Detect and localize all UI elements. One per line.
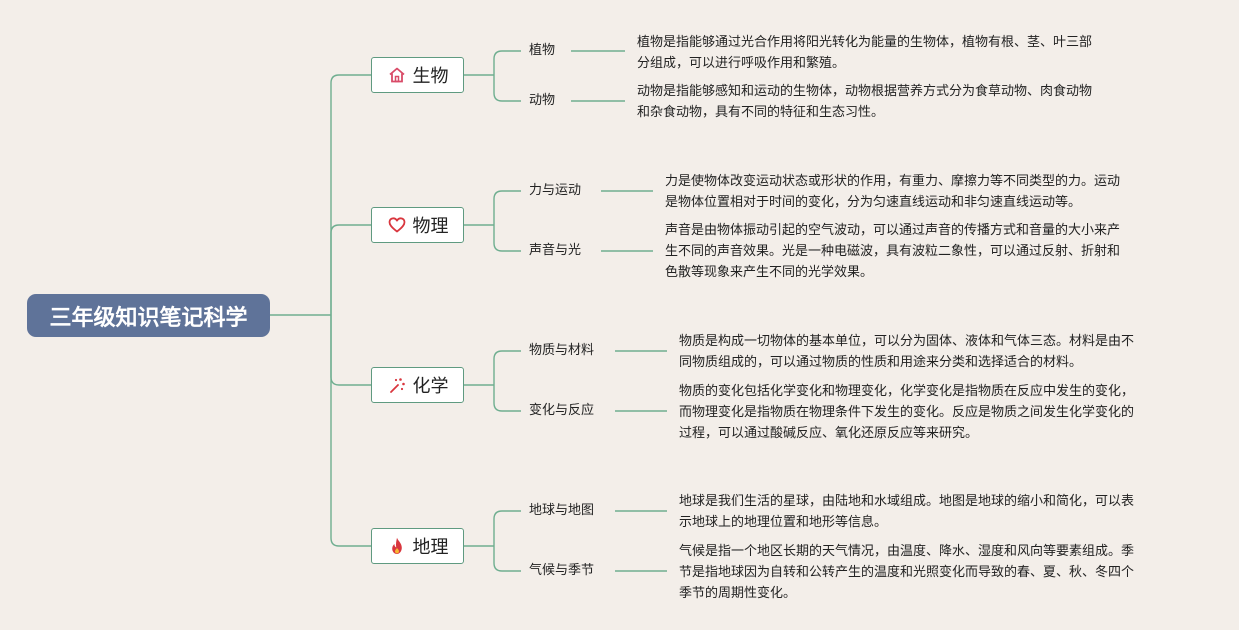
description-line: 植物是指能够通过光合作用将阳光转化为能量的生物体，植物有根、茎、叶三部 [637, 35, 1093, 50]
sub-branch [493, 75, 521, 102]
description-line: 季节的周期性变化。 [679, 586, 797, 601]
sub-branch [493, 510, 521, 546]
description-line: 气候是指一个地区长期的天气情况，由温度、降水、湿度和风向等要素组成。季 [679, 544, 1135, 559]
subtopic-node[interactable]: 动物 [529, 93, 556, 108]
description-line: 和杂食动物，具有不同的特征和生态习性。 [637, 105, 885, 120]
topic-label: 地理 [412, 537, 449, 558]
topic-node-3[interactable]: 化学 [371, 367, 464, 403]
trunk-branch [330, 315, 371, 386]
topic-node-2[interactable]: 物理 [371, 207, 464, 243]
trunk-branch [330, 315, 371, 547]
flame-icon [387, 536, 407, 556]
description-line: 动物是指能够感知和运动的生物体，动物根据营养方式分为食草动物、肉食动物 [637, 84, 1093, 99]
subtopic-node[interactable]: 变化与反应 [529, 403, 595, 418]
description-text: 物质的变化包括化学变化和物理变化，化学变化是指物质在反应中发生的变化， 而物理变化… [679, 381, 1174, 444]
description-line: 节是指地球因为自转和公转产生的温度和光照变化而导致的春、夏、秋、冬四个 [679, 565, 1135, 580]
subtopic-node[interactable]: 力与运动 [529, 183, 582, 198]
sub-branch [493, 190, 521, 225]
trunk-branch [330, 74, 371, 315]
description-line: 声音是由物体振动引起的空气波动，可以通过声音的传播方式和音量的大小来产 [665, 223, 1121, 238]
sub-branch [493, 225, 521, 252]
description-line: 力是使物体改变运动状态或形状的作用，有重力、摩擦力等不同类型的力。运动 [665, 174, 1121, 189]
description-line: 生不同的声音效果。光是一种电磁波，具有波粒二象性，可以通过反射、折射和 [665, 244, 1121, 259]
topic-label: 化学 [412, 376, 449, 397]
subtopic-node[interactable]: 地球与地图 [529, 503, 595, 518]
sub-branch [493, 350, 521, 385]
description-line: 示地球上的地理位置和地形等信息。 [679, 515, 888, 530]
house-icon [387, 65, 407, 85]
subtopic-node[interactable]: 气候与季节 [529, 563, 595, 578]
description-text: 物质是构成一切物体的基本单位，可以分为固体、液体和气体三态。材料是由不同物质组成… [679, 331, 1174, 373]
description-text: 植物是指能够通过光合作用将阳光转化为能量的生物体，植物有根、茎、叶三部分组成，可… [637, 32, 1132, 74]
description-line: 分组成，可以进行呼吸作用和繁殖。 [637, 56, 846, 71]
topic-label: 生物 [412, 66, 449, 87]
root-topic[interactable]: 三年级知识笔记科学 [27, 294, 270, 337]
description-line: 物质的变化包括化学变化和物理变化，化学变化是指物质在反应中发生的变化， [679, 384, 1135, 399]
sub-branch [493, 50, 521, 75]
description-text: 力是使物体改变运动状态或形状的作用，有重力、摩擦力等不同类型的力。运动是物体位置… [665, 171, 1160, 213]
sub-branch [493, 546, 521, 572]
description-line: 同物质组成的，可以通过物质的性质和用途来分类和选择适合的材料。 [679, 355, 1083, 370]
heart-icon [387, 215, 407, 235]
description-line: 过程，可以通过酸碱反应、氧化还原反应等来研究。 [679, 426, 979, 441]
description-text: 地球是我们生活的星球，由陆地和水域组成。地图是地球的缩小和简化，可以表示地球上的… [679, 491, 1174, 533]
description-text: 声音是由物体振动引起的空气波动，可以通过声音的传播方式和音量的大小来产生不同的声… [665, 220, 1160, 283]
trunk-branch [330, 224, 371, 315]
description-text: 气候是指一个地区长期的天气情况，由温度、降水、湿度和风向等要素组成。季节是指地球… [679, 541, 1174, 604]
sub-branch [493, 385, 521, 412]
sparkle-icon [387, 375, 407, 395]
description-line: 物质是构成一切物体的基本单位，可以分为固体、液体和气体三态。材料是由不 [679, 334, 1135, 349]
topic-label: 物理 [412, 216, 449, 237]
description-line: 地球是我们生活的星球，由陆地和水域组成。地图是地球的缩小和简化，可以表 [679, 494, 1135, 509]
root-topic-label: 三年级知识笔记科学 [49, 305, 248, 331]
description-line: 是物体位置相对于时间的变化，分为匀速直线运动和非匀速直线运动等。 [665, 195, 1082, 210]
subtopic-node[interactable]: 物质与材料 [529, 343, 595, 358]
topic-node-1[interactable]: 生物 [371, 57, 464, 93]
subtopic-node[interactable]: 声音与光 [529, 243, 582, 258]
description-line: 而物理变化是指物质在物理条件下发生的变化。反应是物质之间发生化学变化的 [679, 405, 1135, 420]
description-line: 色散等现象来产生不同的光学效果。 [665, 265, 874, 280]
topic-node-4[interactable]: 地理 [371, 528, 464, 564]
description-text: 动物是指能够感知和运动的生物体，动物根据营养方式分为食草动物、肉食动物和杂食动物… [637, 81, 1132, 123]
subtopic-node[interactable]: 植物 [529, 43, 556, 58]
